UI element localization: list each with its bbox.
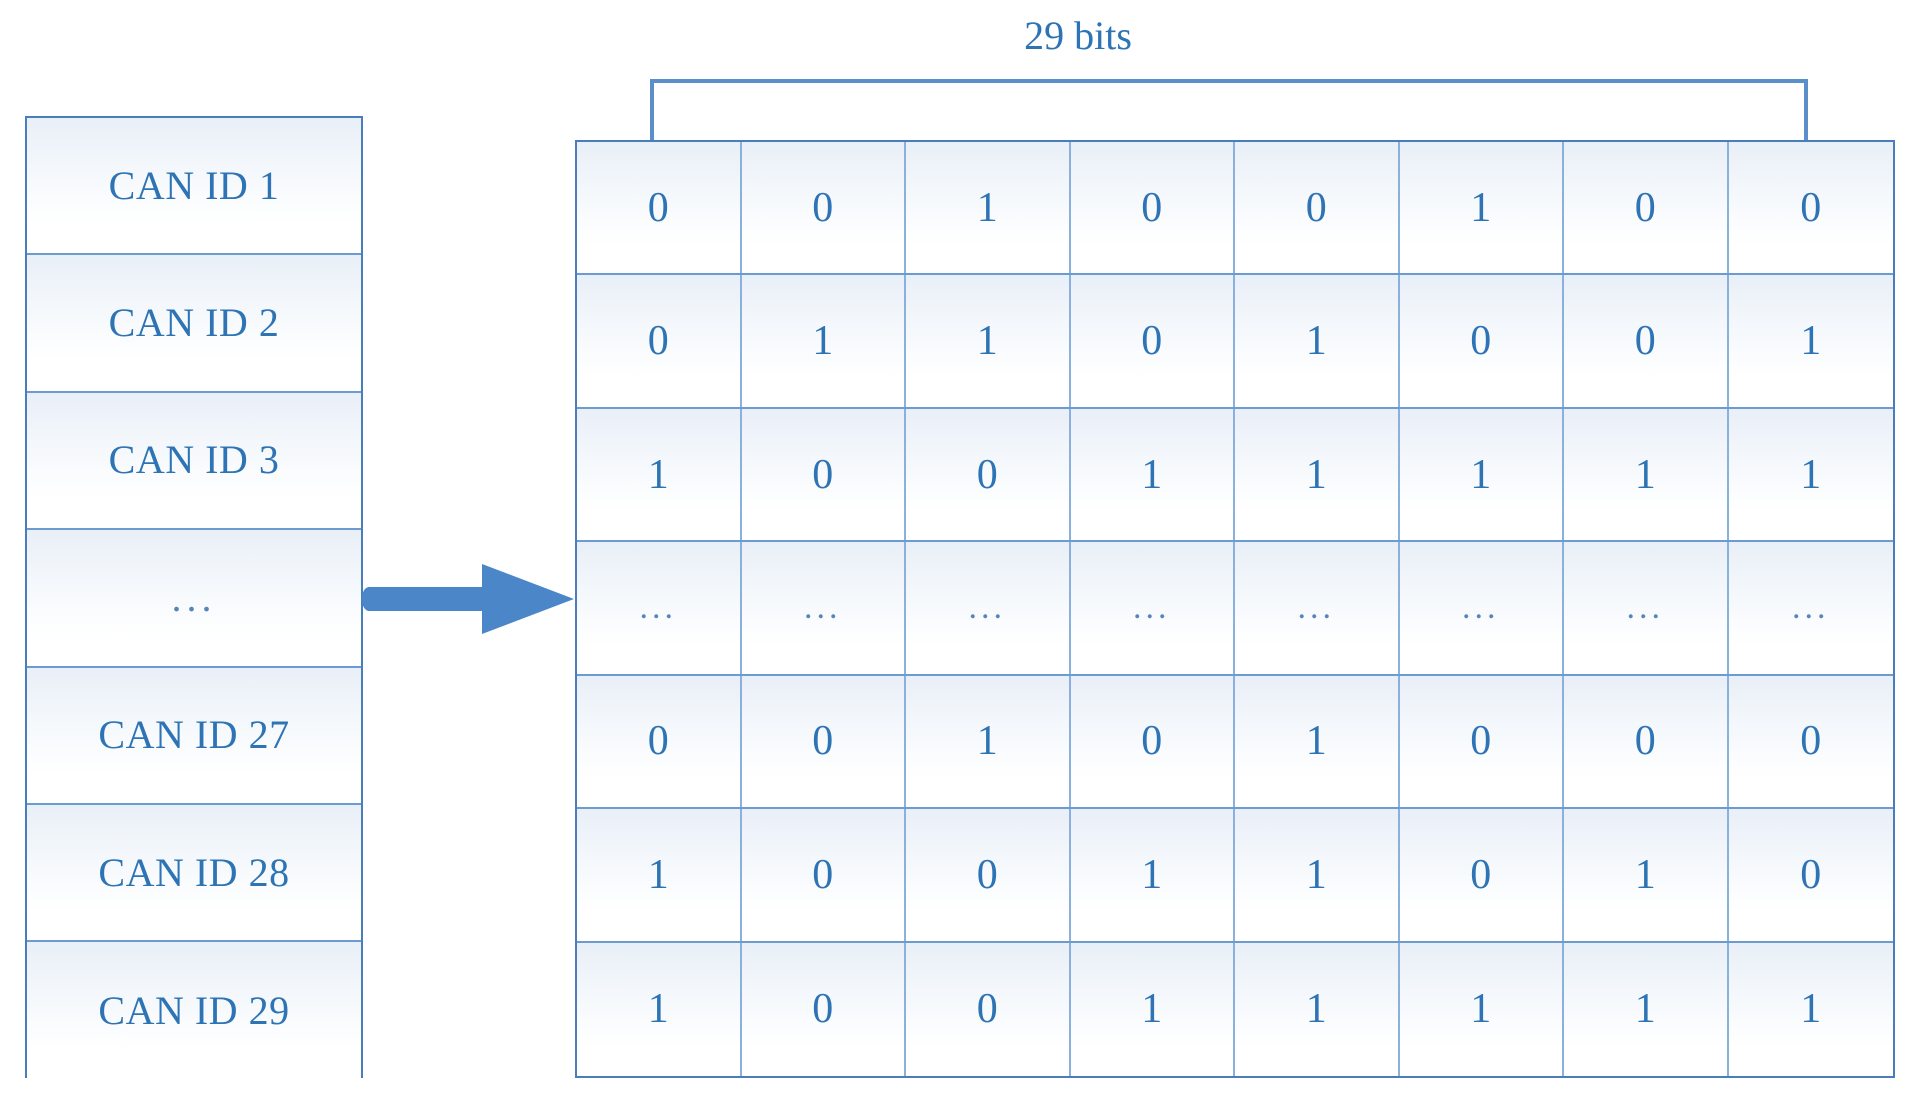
can-id-row: CAN ID 1 xyxy=(27,118,361,256)
can-id-row: CAN ID 27 xyxy=(27,667,361,805)
bit-cell: 0 xyxy=(906,809,1071,941)
bit-cell: 0 xyxy=(906,408,1071,541)
bit-cell: 1 xyxy=(577,408,742,541)
bit-cell: 1 xyxy=(1235,809,1400,941)
can-id-ellipsis-row: ... xyxy=(27,530,361,668)
bit-cell: 0 xyxy=(1564,675,1729,808)
bit-cell: 1 xyxy=(1564,809,1729,941)
bit-ellipsis-cell: ... xyxy=(1728,542,1893,674)
bit-cell: 1 xyxy=(1235,408,1400,541)
bit-ellipsis-cell: ... xyxy=(1399,542,1564,674)
bit-cell: 0 xyxy=(741,809,906,941)
bit-cell: 0 xyxy=(1728,675,1893,808)
bit-ellipsis-row: ........................ xyxy=(577,542,1893,676)
bit-ellipsis-cell: ... xyxy=(1070,542,1235,674)
bracket-icon xyxy=(650,79,1808,140)
can-id-row: CAN ID 29 xyxy=(27,942,361,1080)
bit-cell: 1 xyxy=(1728,408,1893,541)
bit-cell: 0 xyxy=(741,942,906,1076)
bit-cell: 0 xyxy=(1070,275,1235,407)
bit-cell: 0 xyxy=(1399,809,1564,941)
bit-cell: 0 xyxy=(1070,675,1235,808)
bit-cell: 1 xyxy=(1235,275,1400,407)
bit-cell: 1 xyxy=(577,942,742,1076)
bit-cell: 1 xyxy=(1399,942,1564,1076)
bit-cell: 1 xyxy=(1728,942,1893,1076)
bit-cell: 1 xyxy=(1399,142,1564,274)
bit-cell: 1 xyxy=(1070,809,1235,941)
bit-cell: 1 xyxy=(906,142,1071,274)
bit-cell: 1 xyxy=(906,275,1071,407)
bit-width-label: 29 bits xyxy=(1024,13,1132,58)
bit-ellipsis-cell: ... xyxy=(1235,542,1400,674)
bit-cell: 1 xyxy=(1070,942,1235,1076)
bit-width-bracket xyxy=(650,78,1808,142)
bit-ellipsis-cell: ... xyxy=(906,542,1071,674)
bit-cell: 1 xyxy=(1728,275,1893,407)
bit-ellipsis-cell: ... xyxy=(741,542,906,674)
bit-cell: 0 xyxy=(577,675,742,808)
bit-cell: 0 xyxy=(1728,809,1893,941)
bit-cell: 0 xyxy=(741,408,906,541)
bit-cell: 0 xyxy=(1070,142,1235,274)
bit-cell: 0 xyxy=(906,942,1071,1076)
bit-cell: 0 xyxy=(577,142,742,274)
bit-cell: 1 xyxy=(1235,942,1400,1076)
arrow-icon xyxy=(362,564,574,634)
bit-ellipsis-cell: ... xyxy=(1564,542,1729,674)
bit-cell: 1 xyxy=(741,275,906,407)
bit-cell: 0 xyxy=(577,275,742,407)
bit-cell: 0 xyxy=(1399,275,1564,407)
bit-cell: 1 xyxy=(1235,675,1400,808)
bit-cell: 1 xyxy=(1399,408,1564,541)
can-id-row: CAN ID 28 xyxy=(27,804,361,943)
bit-cell: 1 xyxy=(577,809,742,941)
bit-cell: 0 xyxy=(1399,675,1564,808)
bit-cell: 1 xyxy=(1070,408,1235,541)
bit-cell: 0 xyxy=(741,142,906,274)
bit-cell: 1 xyxy=(906,675,1071,808)
bit-cell: 0 xyxy=(1564,275,1729,407)
bit-cell: 1 xyxy=(1564,408,1729,541)
bit-cell: 0 xyxy=(1564,142,1729,274)
can-id-row: CAN ID 3 xyxy=(27,392,361,531)
bit-cell: 0 xyxy=(741,675,906,808)
bit-cell: 0 xyxy=(1235,142,1400,274)
bit-cell: 1 xyxy=(1564,942,1729,1076)
bit-cell: 0 xyxy=(1728,142,1893,274)
bit-ellipsis-cell: ... xyxy=(577,542,742,674)
transform-arrow xyxy=(360,560,580,638)
can-id-row: CAN ID 2 xyxy=(27,255,361,393)
